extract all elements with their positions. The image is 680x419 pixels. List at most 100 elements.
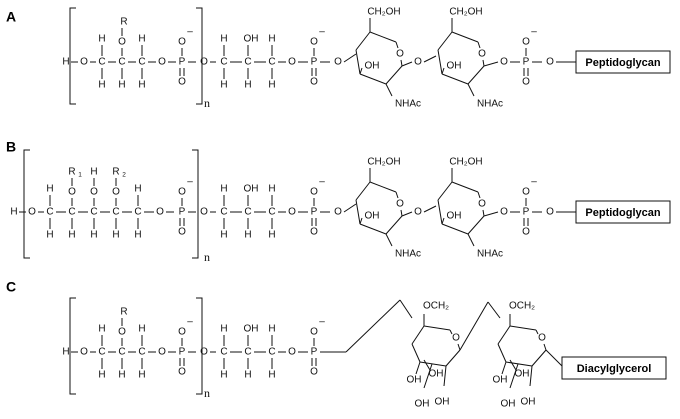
atom-h: H <box>90 230 97 241</box>
atom-h: H <box>134 184 141 195</box>
ring-bond <box>497 325 511 345</box>
atom-o: O <box>522 37 530 48</box>
atom-o: O <box>288 347 296 358</box>
atom-c: C <box>134 207 141 218</box>
atom-oh: OH <box>244 34 259 45</box>
ring-bond <box>423 325 451 331</box>
sugar2-ch2oh: CH₂OH <box>449 157 482 168</box>
bond <box>467 83 475 97</box>
ring-bond <box>482 209 485 217</box>
ring-bond <box>400 59 403 67</box>
atom-o: O <box>546 207 554 218</box>
bond <box>399 299 413 319</box>
ring2-oh-4: OH <box>501 399 516 410</box>
bond <box>359 67 363 75</box>
ring-bond <box>441 223 469 235</box>
ring-bond <box>411 343 421 363</box>
ring-bond <box>359 73 387 85</box>
atom-h: H <box>98 80 105 91</box>
atom-o: O <box>546 57 554 68</box>
atom-o: O <box>118 327 126 338</box>
atom-o: O <box>158 347 166 358</box>
atom-c: C <box>90 207 97 218</box>
atom-c: C <box>220 57 227 68</box>
ring-bond <box>369 31 397 43</box>
ring-bond <box>355 31 371 51</box>
ring-bond <box>411 325 425 345</box>
bond <box>415 361 421 375</box>
bond <box>509 363 519 389</box>
sugar1-oh: OH <box>365 61 380 72</box>
sugar1-ch2oh: CH₂OH <box>367 157 400 168</box>
atom-c: C <box>98 57 105 68</box>
atom-o: O <box>156 207 164 218</box>
bond <box>483 61 499 67</box>
atom-h: H <box>68 230 75 241</box>
atom-c: C <box>68 207 75 218</box>
atom-o: O <box>478 199 486 210</box>
ring2-oh-3: OH <box>521 397 536 408</box>
atom-o: O <box>396 49 404 60</box>
ring-bond <box>355 49 361 75</box>
bond <box>401 211 413 217</box>
ring-bond <box>359 223 387 235</box>
atom-o: O <box>68 187 76 198</box>
ring-bond <box>497 343 507 363</box>
atom-o: O <box>310 77 318 88</box>
bond <box>343 203 357 213</box>
atom-h: H <box>62 57 69 68</box>
atom-o: O <box>334 57 342 68</box>
atom-o: O <box>452 333 460 344</box>
atom-h: H <box>220 80 227 91</box>
bond <box>343 53 357 63</box>
atom-h: H <box>220 370 227 381</box>
atom-h: H <box>268 370 275 381</box>
ring1-oh-2: OH <box>429 369 444 380</box>
atom-o: O <box>396 199 404 210</box>
atom-o: O <box>178 37 186 48</box>
sugar1-oh: OH <box>365 211 380 222</box>
ring-bond <box>451 181 479 193</box>
atom-c: C <box>46 207 53 218</box>
repeat-index-n: n <box>204 96 210 110</box>
atom-o: O <box>478 49 486 60</box>
ring-bond <box>385 65 403 85</box>
ring-bond <box>451 31 479 43</box>
sugar1-nhac: NHAc <box>395 249 421 260</box>
terminal-group-box <box>575 200 671 224</box>
sugar1-ch2oh: CH₂OH <box>367 7 400 18</box>
atom-h: H <box>268 184 275 195</box>
ring2-oh-2: OH <box>515 369 530 380</box>
bond <box>423 359 431 371</box>
atom-h: H <box>98 34 105 45</box>
atom-h: H <box>244 80 251 91</box>
atom-h: H <box>268 80 275 91</box>
negative-charge: – <box>187 317 193 328</box>
sugar2-ch2oh: CH₂OH <box>449 7 482 18</box>
ring-bond <box>467 215 485 235</box>
bond <box>441 67 445 75</box>
ring-bond <box>457 343 461 351</box>
atom-p: P <box>523 207 530 218</box>
atom-h: H <box>90 167 97 178</box>
atom-h: H <box>62 347 69 358</box>
ring-bond <box>449 329 453 335</box>
atom-h: H <box>268 230 275 241</box>
atom-o: O <box>200 207 208 218</box>
atom-o: O <box>500 57 508 68</box>
bond <box>487 301 501 319</box>
ring2-oh-1: OH <box>493 375 508 386</box>
atom-h: H <box>220 230 227 241</box>
atom-p: P <box>179 57 186 68</box>
repeat-bracket-right <box>196 297 203 395</box>
sugar2-nhac: NHAc <box>477 249 503 260</box>
bond <box>423 55 437 63</box>
ring1-oh-4: OH <box>415 399 430 410</box>
atom-c: C <box>118 347 125 358</box>
bond <box>385 83 393 97</box>
ring-bond <box>355 181 371 201</box>
atom-c: C <box>244 57 251 68</box>
panel-letter: B <box>6 139 16 155</box>
atom-h: H <box>268 34 275 45</box>
substituent-r2: R <box>112 167 119 178</box>
